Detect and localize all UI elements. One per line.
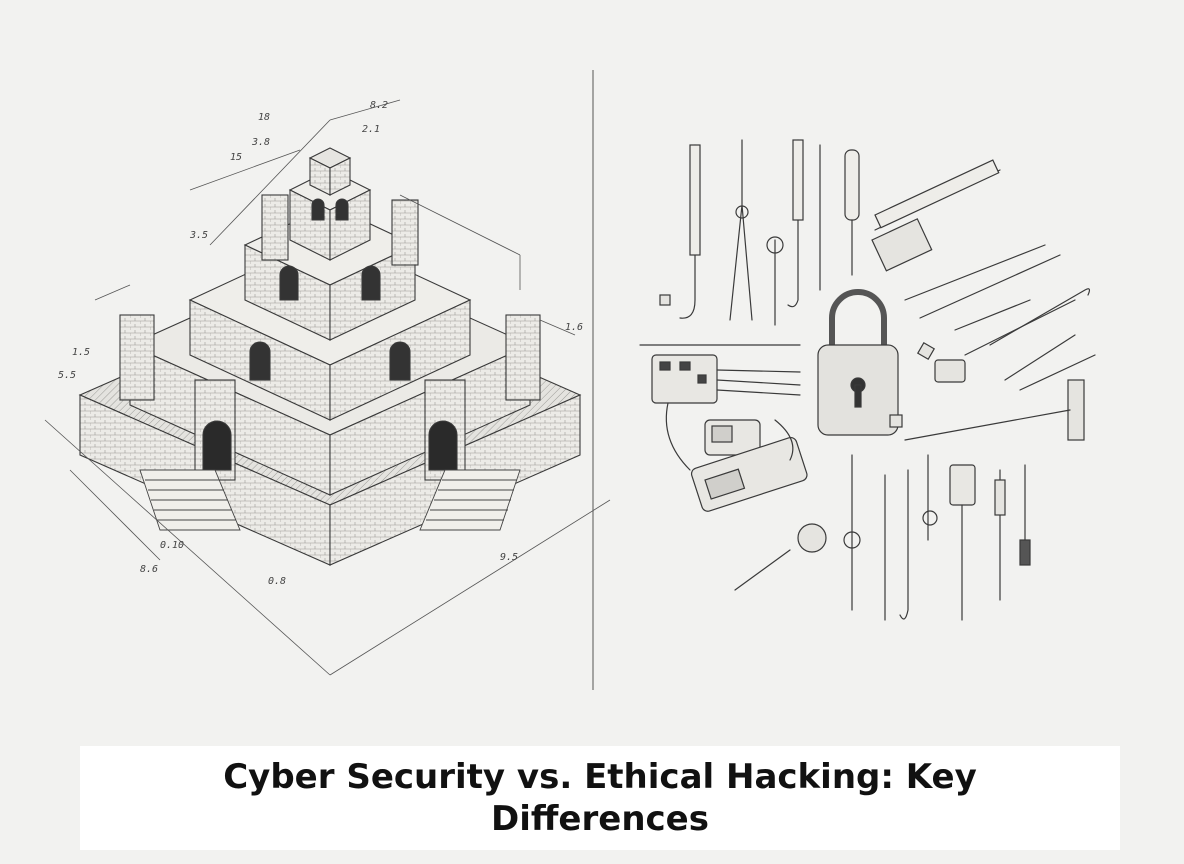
caption-banner: Cyber Security vs. Ethical Hacking: Key … (80, 746, 1120, 850)
svg-text:2.1: 2.1 (362, 124, 380, 135)
svg-text:3.5: 3.5 (189, 230, 208, 241)
hacking-tools-sketch (639, 139, 1096, 621)
svg-text:15: 15 (230, 152, 242, 163)
svg-text:0.8: 0.8 (268, 576, 286, 587)
svg-text:1.6: 1.6 (565, 322, 583, 333)
svg-text:0.10: 0.10 (160, 540, 184, 551)
dimension-labels: 18 8.2 3.8 2.1 15 3.5 1.5 5.5 1.6 0.10 0… (58, 100, 583, 587)
caption-title: Cyber Security vs. Ethical Hacking: Key … (223, 757, 977, 839)
svg-text:8.6: 8.6 (140, 564, 158, 575)
svg-text:1.5: 1.5 (72, 347, 90, 358)
svg-text:3.8: 3.8 (251, 137, 270, 148)
svg-text:18: 18 (258, 112, 270, 123)
svg-text:5.5: 5.5 (58, 370, 76, 381)
svg-text:8.2: 8.2 (370, 100, 388, 111)
castle-blueprint (44, 99, 611, 676)
svg-text:9.5: 9.5 (500, 552, 518, 563)
